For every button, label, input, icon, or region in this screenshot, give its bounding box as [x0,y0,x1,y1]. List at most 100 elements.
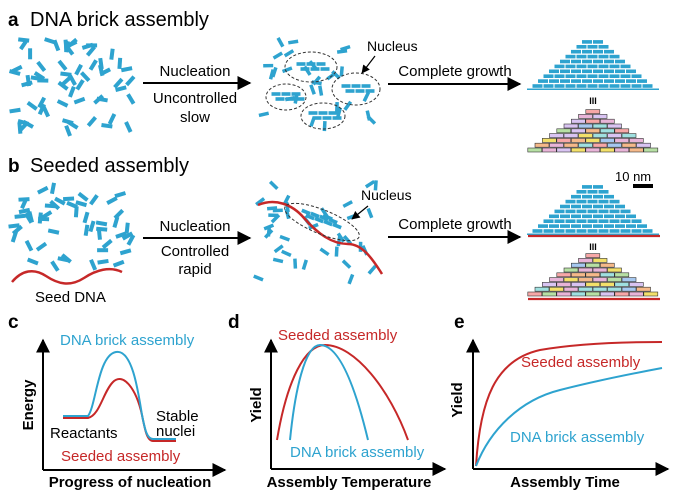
dna-brick [543,229,554,233]
dna-brick [63,39,69,51]
dna-brick [585,253,601,258]
dna-brick [26,257,39,266]
dna-brick [554,219,565,223]
dna-brick [587,74,598,78]
dna-brick [615,79,625,83]
dna-brick [549,79,559,83]
dna-brick [301,259,308,271]
x-axis-label: Assembly Time [510,474,620,491]
dna-brick [642,84,653,88]
dna-brick [309,84,316,95]
nucleus-label: Nucleus [367,38,418,54]
dna-brick [345,89,355,93]
dna-brick [89,258,98,271]
dna-brick [582,194,592,199]
dna-brick [343,100,353,111]
dna-brick [97,248,109,253]
dna-brick [565,209,576,214]
arrow-label-line1: Nucleation [160,218,231,235]
nucleation-bricks [258,37,377,132]
dna-brick [563,142,579,148]
dna-brick [593,214,603,219]
dna-brick [614,272,630,278]
dna-brick [541,138,557,143]
dna-brick [585,118,601,124]
seeded-yield-curve [475,341,663,467]
dna-brick [21,80,33,88]
dna-brick [541,147,557,153]
seed-dna-strand [11,267,123,285]
dna-brick [120,66,133,73]
dna-brick [8,69,21,76]
dna-brick [364,179,376,189]
dna-brick [592,277,608,282]
dna-brick [115,231,127,239]
dna-brick [599,272,615,278]
equivalence-mark: III [589,96,597,106]
dna-brick [565,84,576,88]
dna-brick [549,224,559,228]
nucleus-ellipse [331,72,381,106]
dna-brick [367,264,377,275]
dna-brick [587,229,598,233]
dna-brick [88,220,96,233]
dna-brick [93,94,105,105]
dna-brick [615,204,625,209]
brick-energy-curve [63,350,176,440]
dna-brick [578,267,593,273]
dna-brick [621,277,637,282]
helix-pyramid [527,109,659,153]
dna-brick [114,191,127,199]
dna-brick [570,138,586,143]
dna-brick [585,282,601,287]
dna-brick [578,114,593,119]
dna-brick [628,138,644,143]
dna-brick [609,199,620,204]
dna-brick [119,248,132,256]
dna-brick [571,59,581,64]
dna-brick [101,123,113,129]
dna-brick [560,214,570,219]
panel-a: a DNA brick assembly Nucleation Uncontro… [8,9,659,153]
dna-brick [109,48,115,60]
dna-brick [26,101,38,111]
dna-brick [20,197,29,210]
dna-brick [534,286,550,292]
dna-brick [556,138,572,143]
dna-brick [73,206,79,218]
dna-brick [643,147,659,153]
dna-brick [571,224,581,228]
free-bricks-cluster [8,182,136,272]
dna-brick [106,196,118,205]
dna-brick [592,258,608,263]
dna-brick [47,228,60,235]
arrow-label-line3: slow [180,109,210,126]
dna-brick [621,286,637,292]
panel-c-letter: c [8,312,19,333]
dna-brick [565,199,576,204]
dna-brick [621,142,637,148]
y-axis-label: Yield [449,382,466,417]
free-bricks-cluster [8,37,136,137]
dna-brick [560,69,570,74]
dna-brick [271,66,278,78]
dna-brick [68,85,76,98]
dna-brick [66,200,78,209]
dna-brick [126,93,136,105]
dna-brick [599,128,615,134]
dna-brick [614,291,630,297]
dna-brick [626,79,636,83]
dna-brick [549,142,564,148]
dna-brick [593,185,603,189]
dna-brick [549,277,564,282]
dna-brick [628,147,644,153]
dna-brick [615,224,625,228]
dna-brick [598,74,609,78]
dna-brick [563,277,579,282]
dna-brick [112,259,125,268]
nucleus-ellipse [284,51,338,83]
dna-brick [556,282,572,287]
dna-brick [538,79,548,83]
dna-brick [578,277,593,282]
dna-brick [253,274,264,282]
